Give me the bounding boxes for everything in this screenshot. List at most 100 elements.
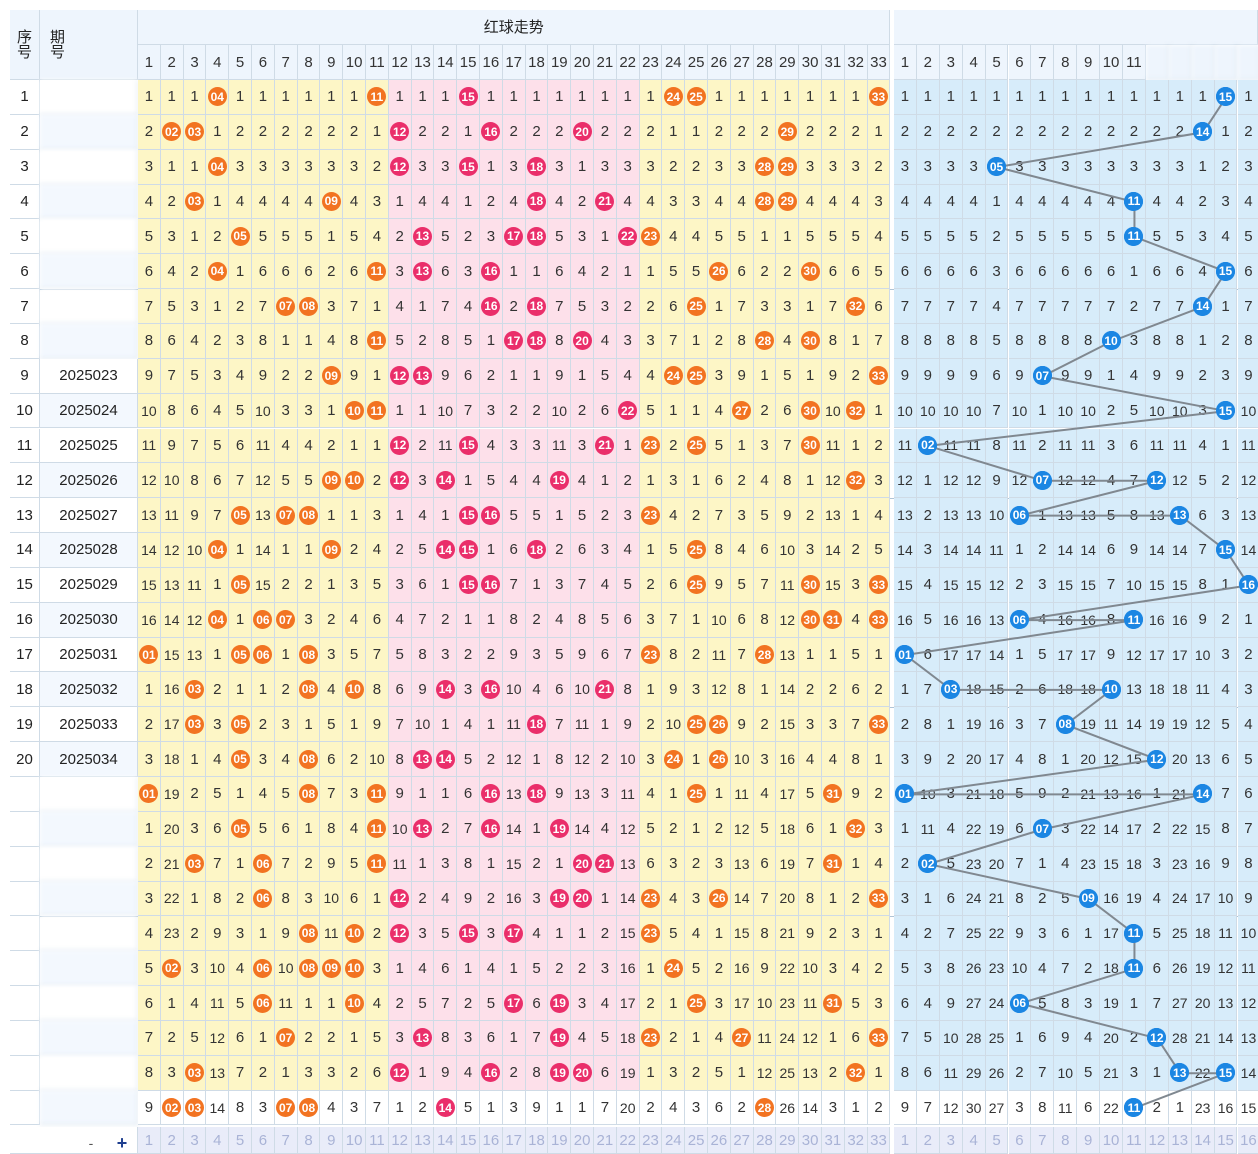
red-miss-cell: 1 xyxy=(343,80,366,115)
blue-miss-cell: 6 xyxy=(916,1055,940,1091)
footer-red-number: 1 xyxy=(138,1127,161,1154)
red-ball-cell: 05 xyxy=(229,637,252,673)
blue-miss-cell: 1 xyxy=(1123,254,1146,290)
red-ball: 18 xyxy=(526,784,546,804)
blue-miss-cell: 22 xyxy=(985,916,1009,952)
red-miss-cell: 1 xyxy=(548,916,572,952)
blue-miss-cell: 5 xyxy=(985,323,1009,359)
red-miss-cell: 12 xyxy=(160,533,184,568)
blue-miss-cell: 2 xyxy=(1145,1090,1169,1126)
red-ball-cell: 18 xyxy=(525,149,549,185)
blue-miss-cell: 4 xyxy=(1008,184,1032,220)
red-miss-cell: 4 xyxy=(457,289,480,324)
row-period: 2025034 xyxy=(40,742,138,777)
blue-miss-cell: 1 xyxy=(916,463,940,499)
red-miss-cell: 4 xyxy=(320,1090,344,1126)
red-ball: 26 xyxy=(709,749,729,769)
red-miss-cell: 7 xyxy=(571,567,594,603)
red-miss-cell: 3 xyxy=(662,846,686,882)
blue-miss-cell: 3 xyxy=(1237,672,1258,708)
red-miss-cell: 6 xyxy=(434,951,458,987)
red-ball: 08 xyxy=(298,923,318,943)
blue-miss-cell: 6 xyxy=(1077,1090,1101,1126)
red-miss-cell: 3 xyxy=(753,742,777,777)
blue-miss-cell: 2 xyxy=(1123,289,1146,324)
red-miss-cell: 6 xyxy=(571,533,594,568)
red-miss-cell: 5 xyxy=(411,533,435,568)
row-index xyxy=(10,951,40,987)
red-miss-cell: 5 xyxy=(434,916,458,952)
blue-miss-cell: 7 xyxy=(1214,777,1238,812)
red-ball: 23 xyxy=(640,1028,660,1048)
blue-miss-cell: 24 xyxy=(1168,881,1192,917)
blue-miss-cell: 13 xyxy=(1054,498,1078,534)
blue-miss-cell: 12 xyxy=(1054,463,1078,499)
red-miss-cell: 1 xyxy=(867,916,891,952)
red-ball: 16 xyxy=(481,505,501,525)
red-miss-cell: 1 xyxy=(753,358,777,394)
red-miss-cell: 1 xyxy=(548,80,572,115)
red-miss-cell: 1 xyxy=(411,289,435,324)
red-miss-cell: 2 xyxy=(708,811,731,847)
red-miss-cell: 3 xyxy=(662,1055,686,1091)
row-period: 2025032 xyxy=(40,672,138,708)
red-number-header: 2 xyxy=(160,45,184,80)
blue-miss-cell: 10 xyxy=(1008,951,1032,987)
blue-miss-cell: 10 xyxy=(1191,637,1215,673)
red-miss-cell: 1 xyxy=(320,567,344,603)
red-miss-cell: 14 xyxy=(138,533,161,568)
red-ball: 20 xyxy=(572,888,592,908)
add-button[interactable]: + xyxy=(116,1132,128,1153)
red-miss-cell: 15 xyxy=(776,707,800,743)
blue-miss-cell: 7 xyxy=(985,393,1009,429)
blue-miss-cell: 16 xyxy=(962,602,986,638)
red-miss-cell: 7 xyxy=(776,428,800,464)
blue-miss-cell: 1 xyxy=(1145,1055,1169,1091)
red-ball-cell: 24 xyxy=(662,742,686,777)
blue-miss-cell: 1 xyxy=(894,672,917,708)
blue-miss-cell: 4 xyxy=(1191,254,1215,290)
blue-miss-cell: 2 xyxy=(1054,777,1078,812)
red-ball-cell: 16 xyxy=(480,498,503,534)
red-miss-cell: 8 xyxy=(708,533,731,568)
red-ball: 31 xyxy=(823,993,843,1013)
red-ball-cell: 26 xyxy=(708,742,731,777)
red-ball: 04 xyxy=(207,87,227,107)
footer-red-number: 24 xyxy=(662,1127,686,1154)
red-miss-cell: 13 xyxy=(160,567,184,603)
red-ball: 02 xyxy=(162,958,182,978)
red-ball: 02 xyxy=(162,122,182,142)
red-miss-cell: 11 xyxy=(753,1020,777,1056)
red-miss-cell: 8 xyxy=(548,323,572,359)
row-index: 7 xyxy=(10,289,40,324)
red-ball: 23 xyxy=(640,435,660,455)
red-miss-cell: 4 xyxy=(708,1020,731,1056)
red-miss-cell: 6 xyxy=(366,602,389,638)
red-miss-cell: 8 xyxy=(434,1020,458,1056)
blue-ball-overlay: 06 xyxy=(1009,505,1029,525)
blue-miss-cell: 14 xyxy=(1214,1020,1238,1056)
red-ball-cell: 16 xyxy=(480,811,503,847)
red-miss-cell: 4 xyxy=(252,184,275,220)
red-miss-cell: 3 xyxy=(685,184,708,220)
blue-miss-cell: 9 xyxy=(894,1090,917,1126)
red-miss-cell: 5 xyxy=(502,498,526,534)
red-miss-cell: 1 xyxy=(183,219,207,255)
red-ball-cell: 03 xyxy=(183,846,207,882)
red-ball: 25 xyxy=(686,784,706,804)
blue-miss-cell: 9 xyxy=(939,358,963,394)
red-miss-cell: 1 xyxy=(799,463,822,499)
red-miss-cell: 5 xyxy=(480,463,503,499)
blue-number-header: 1 xyxy=(894,45,917,80)
red-ball-cell: 25 xyxy=(685,289,708,324)
collapse-control[interactable]: - xyxy=(88,1135,94,1151)
red-ball-cell: 07 xyxy=(274,602,298,638)
footer-red-number: 10 xyxy=(343,1127,366,1154)
blue-miss-cell: 26 xyxy=(962,951,986,987)
red-miss-cell: 2 xyxy=(616,114,640,150)
blue-miss-cell: 11 xyxy=(1191,672,1215,708)
blue-miss-cell: 2 xyxy=(1191,184,1215,220)
red-miss-cell: 2 xyxy=(594,498,617,534)
red-miss-cell: 1 xyxy=(138,811,161,847)
red-miss-cell: 11 xyxy=(183,567,207,603)
